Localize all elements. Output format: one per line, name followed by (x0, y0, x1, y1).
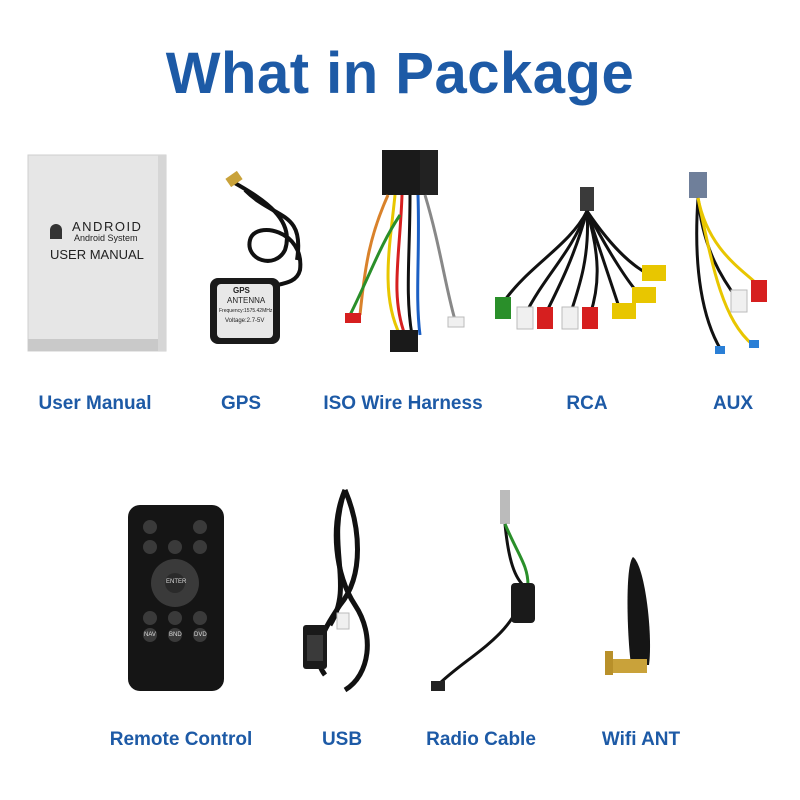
radio-cable-icon (431, 490, 535, 691)
gps-antenna-icon (210, 170, 303, 344)
manual-subtitle: Android System (74, 233, 138, 243)
item-label-wifi-ant: Wifi ANT (601, 729, 681, 750)
item-label-rca: RCA (566, 393, 608, 414)
item-label-aux: AUX (712, 393, 754, 414)
item-label-iso-wire-harness: ISO Wire Harness (323, 393, 483, 414)
item-label-user-manual: User Manual (38, 393, 152, 414)
remote-nav: NAV (144, 632, 156, 638)
item-label-usb: USB (321, 729, 363, 750)
remote-dvd: DVD (194, 632, 207, 638)
user-manual-icon (27, 154, 167, 352)
gps-line1: ANTENNA (227, 296, 266, 305)
page-title: What in Package (165, 41, 635, 106)
aux-item (683, 170, 773, 360)
gps-line2: Frequency:1575.42MHz (219, 308, 273, 314)
remote-control-icon (128, 505, 224, 691)
iso-wire-harness-icon (345, 150, 465, 352)
item-label-remote-control: Remote Control (109, 729, 253, 750)
gps-item: GPS ANTENNA Frequency:1575.42MHz Voltage… (205, 160, 325, 350)
aux-cable-icon (689, 172, 767, 354)
remote-band: BND (169, 632, 182, 638)
remote-enter: ENTER (166, 579, 187, 585)
manual-heading: USER MANUAL (50, 247, 144, 262)
gps-brand: GPS (233, 286, 250, 295)
usb-item (285, 485, 400, 700)
rca-cable-icon (495, 187, 666, 330)
item-label-radio-cable: Radio Cable (426, 729, 536, 750)
gps-line3: Voltage:2.7-5V (225, 318, 265, 324)
wifi-antenna-icon (605, 557, 651, 675)
radio-cable-item (428, 485, 548, 700)
manual-brand: ANDROID (72, 219, 143, 234)
rca-item (490, 185, 670, 345)
wifi-antenna-item (605, 555, 670, 685)
iso-harness-item (340, 145, 470, 360)
item-label-gps: GPS (220, 393, 262, 414)
remote-item: ENTER NAV BND DVD (128, 505, 228, 693)
user-manual-item: ANDROID Android System USER MANUAL (27, 154, 168, 355)
usb-cable-icon (303, 489, 370, 693)
